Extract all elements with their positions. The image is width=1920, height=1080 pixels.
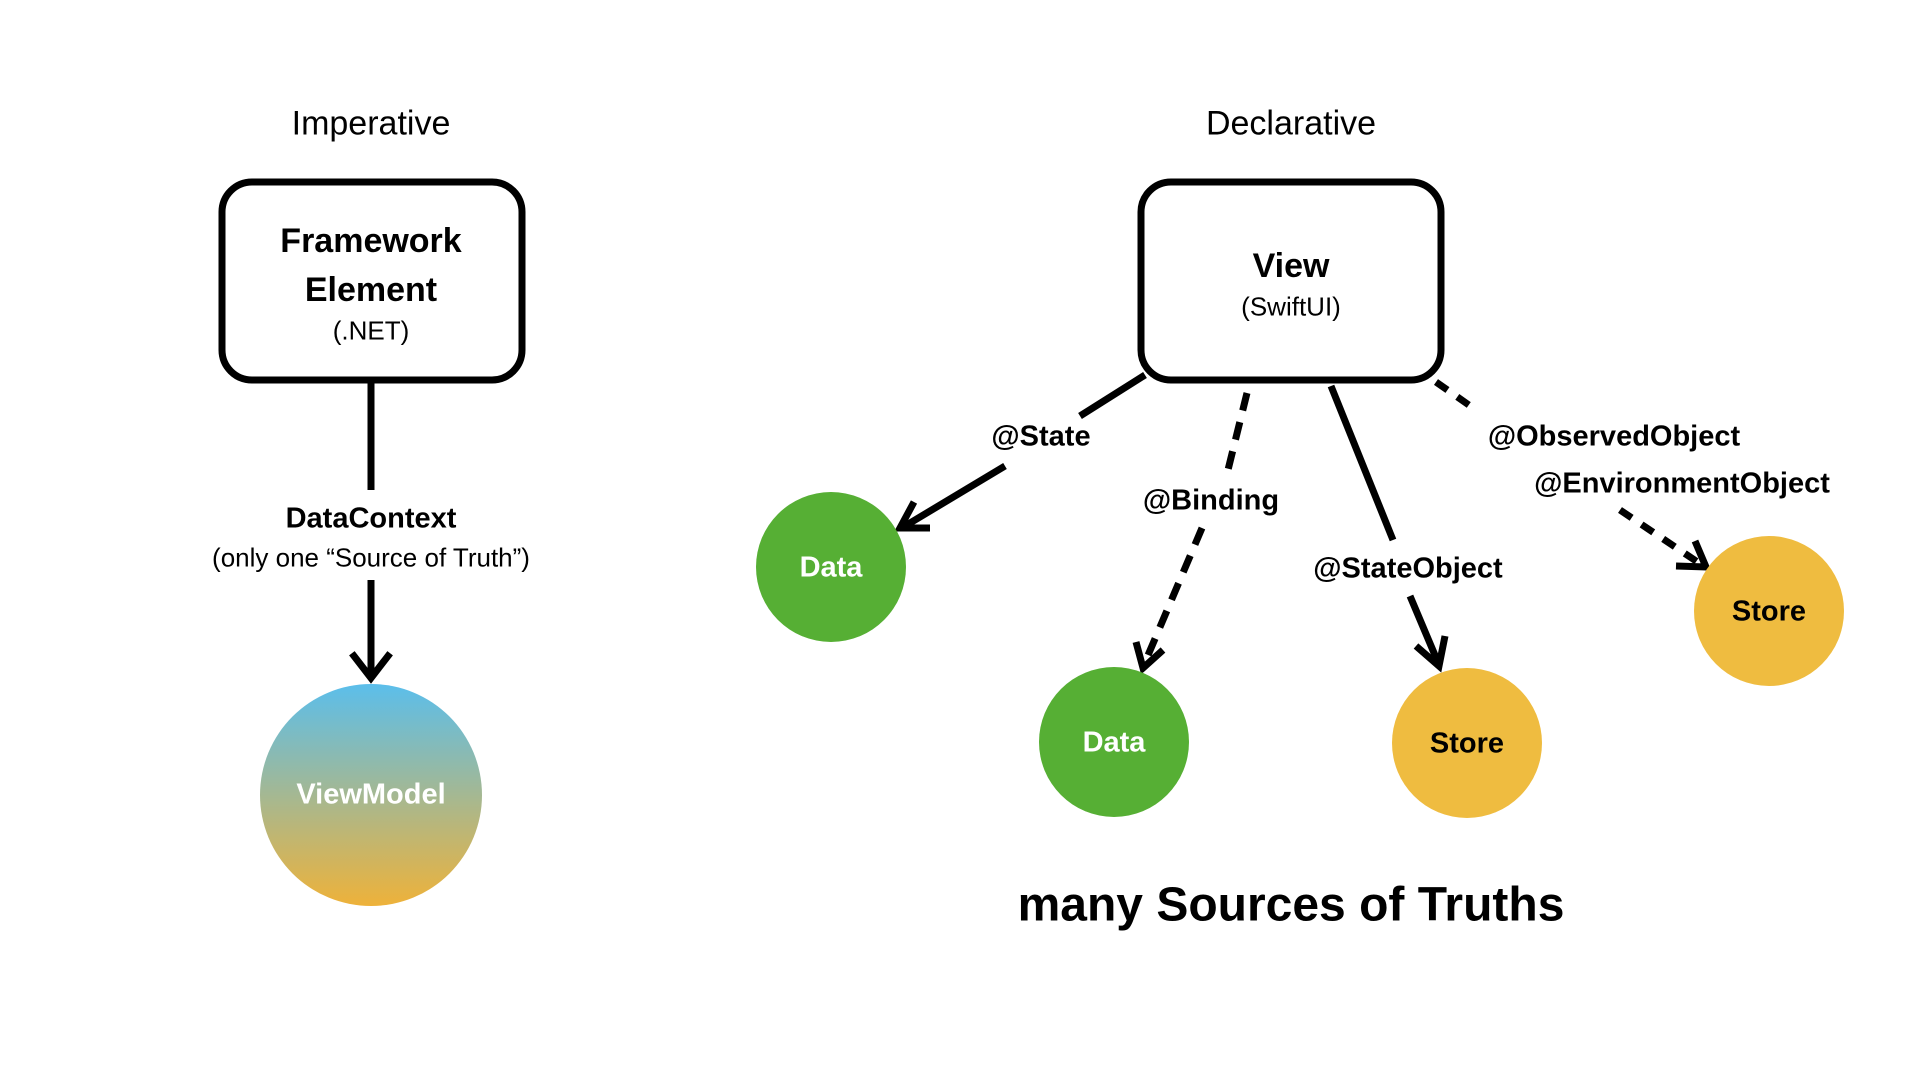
data-node-state [756,492,906,642]
heading-imperative: Imperative [291,104,451,143]
data-node-binding [1039,667,1189,817]
edge-label-binding: @Binding [1142,484,1280,517]
datacontext-sublabel: (only one “Source of Truth”) [212,542,530,573]
datacontext-label: DataContext [285,502,457,535]
state-edge-line-bottom [903,462,1007,530]
framework-element-title-line1: Framework [280,222,462,260]
binding-edge-arrowhead [1132,641,1166,675]
viewmodel-node [260,684,482,906]
binding-edge-line-bottom [1142,526,1206,662]
framework-element-subtitle: (.NET) [332,315,410,346]
store-node-observedobject-label: Store [1731,595,1807,628]
binding-edge-line-top [1222,392,1251,479]
framework-element-box [218,178,526,384]
edge-label-observedobject: @ObservedObject [1487,420,1741,453]
observedobject-edge-arrowhead [1675,539,1712,571]
edge-label-state: @State [991,420,1091,453]
edge-label-stateobject: @StateObject [1313,552,1503,585]
view-title: View [1252,247,1330,285]
stateobject-edge-arrowhead [1413,635,1449,673]
stateobject-edge-line-bottom [1406,594,1441,662]
viewmodel-label: ViewModel [296,778,446,811]
data-node-binding-label: Data [1082,726,1146,759]
view-subtitle: (SwiftUI) [1241,291,1341,322]
observedobject-edge-line-top [1433,379,1479,413]
many-sources-caption: many Sources of Truths [1017,878,1565,932]
store-node-observedobject [1694,536,1844,686]
state-edge-line-top [1078,372,1147,419]
state-edge-arrowhead [894,500,930,532]
view-box [1137,178,1445,384]
datacontext-arrowhead [349,651,393,684]
edge-label-environmentobject: @EnvironmentObject [1534,467,1830,500]
observedobject-edge-line-bottom [1618,507,1704,568]
store-node-stateobject-label: Store [1429,727,1505,760]
data-node-state-label: Data [799,551,863,584]
framework-element-title-line2: Element [304,271,438,309]
heading-declarative: Declarative [1205,104,1377,143]
store-node-stateobject [1392,668,1542,818]
stateobject-edge-line-top [1327,384,1397,542]
